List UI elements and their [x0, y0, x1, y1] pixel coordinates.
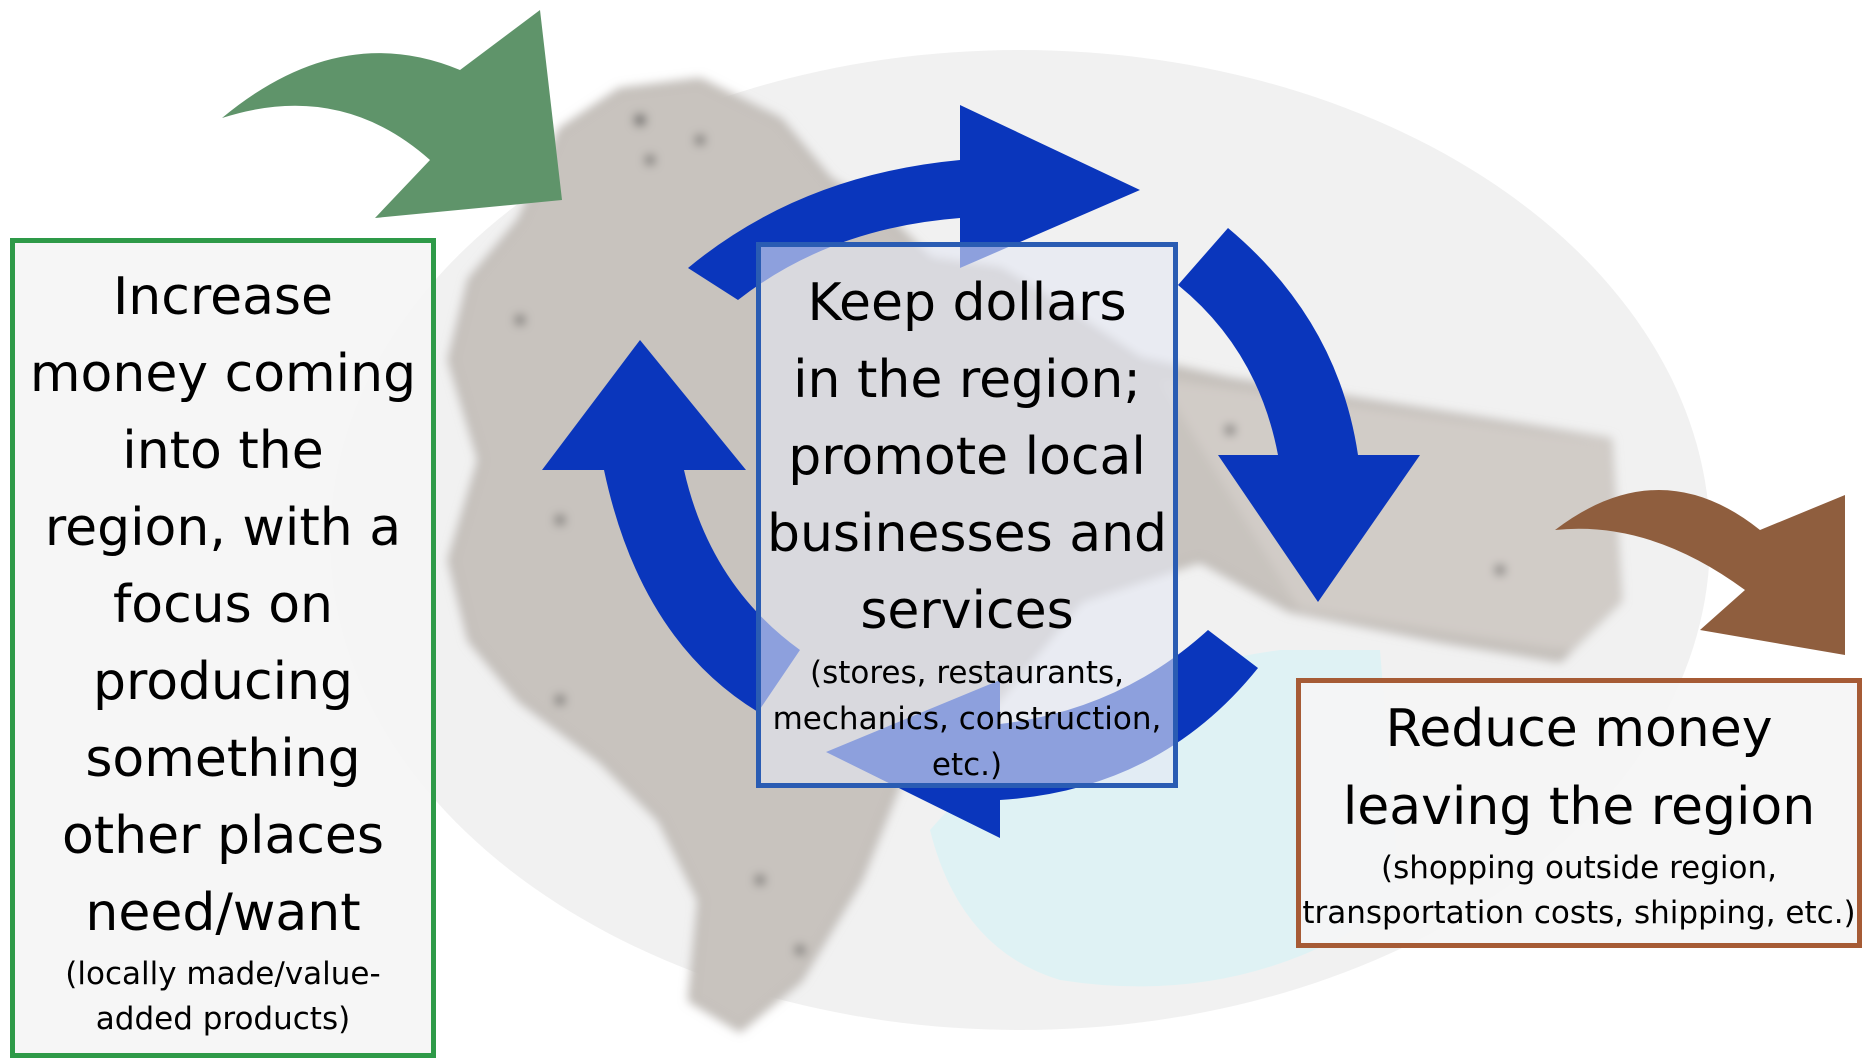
- circulation-title-line: promote local: [788, 427, 1146, 487]
- outflow-note: (shopping outside region, transportation…: [1302, 846, 1855, 936]
- outflow-box: Reduce money leaving the region (shoppin…: [1296, 678, 1862, 948]
- inflow-title-line: producing: [92, 652, 353, 712]
- inflow-title-line: Increase: [112, 267, 334, 327]
- outflow-title-line: Reduce money: [1385, 699, 1773, 759]
- inflow-title-line: other places: [61, 806, 385, 866]
- outflow-note-line: transportation costs, shipping, etc.): [1302, 895, 1856, 931]
- outflow-title: Reduce money leaving the region: [1343, 690, 1815, 846]
- inflow-title-line: need/want: [85, 883, 361, 943]
- inflow-note-line: (locally made/value-: [65, 956, 381, 992]
- outflow-note-line: (shopping outside region,: [1380, 850, 1778, 886]
- inflow-box: Increase money coming into the region, w…: [10, 238, 436, 1058]
- inflow-title-line: something: [85, 729, 361, 789]
- circulation-title-line: Keep dollars: [807, 273, 1127, 333]
- circulation-box: Keep dollars in the region; promote loca…: [756, 242, 1178, 788]
- circulation-title-line: in the region;: [793, 350, 1141, 410]
- inflow-title-line: region, with a: [44, 498, 402, 558]
- inflow-note-line: added products): [95, 1001, 351, 1037]
- green-curved-arrow-icon: [222, 10, 562, 218]
- inflow-note: (locally made/value- added products): [65, 952, 380, 1042]
- inflow-title: Increase money coming into the region, w…: [30, 259, 416, 952]
- circulation-title-line: services: [860, 581, 1074, 641]
- circulation-note-line: (stores, restaurants,: [809, 655, 1124, 691]
- inflow-title-line: into the: [122, 421, 324, 481]
- circulation-note: (stores, restaurants, mechanics, constru…: [773, 650, 1162, 788]
- circulation-title-line: businesses and: [766, 504, 1168, 564]
- circulation-title: Keep dollars in the region; promote loca…: [767, 265, 1167, 650]
- circulation-note-line: mechanics, construction,: [772, 701, 1162, 737]
- circulation-note-line: etc.): [931, 747, 1003, 783]
- inflow-title-line: money coming: [29, 344, 417, 404]
- outflow-title-line: leaving the region: [1342, 777, 1816, 837]
- inflow-title-line: focus on: [112, 575, 334, 635]
- brown-curved-arrow-icon: [1555, 490, 1845, 655]
